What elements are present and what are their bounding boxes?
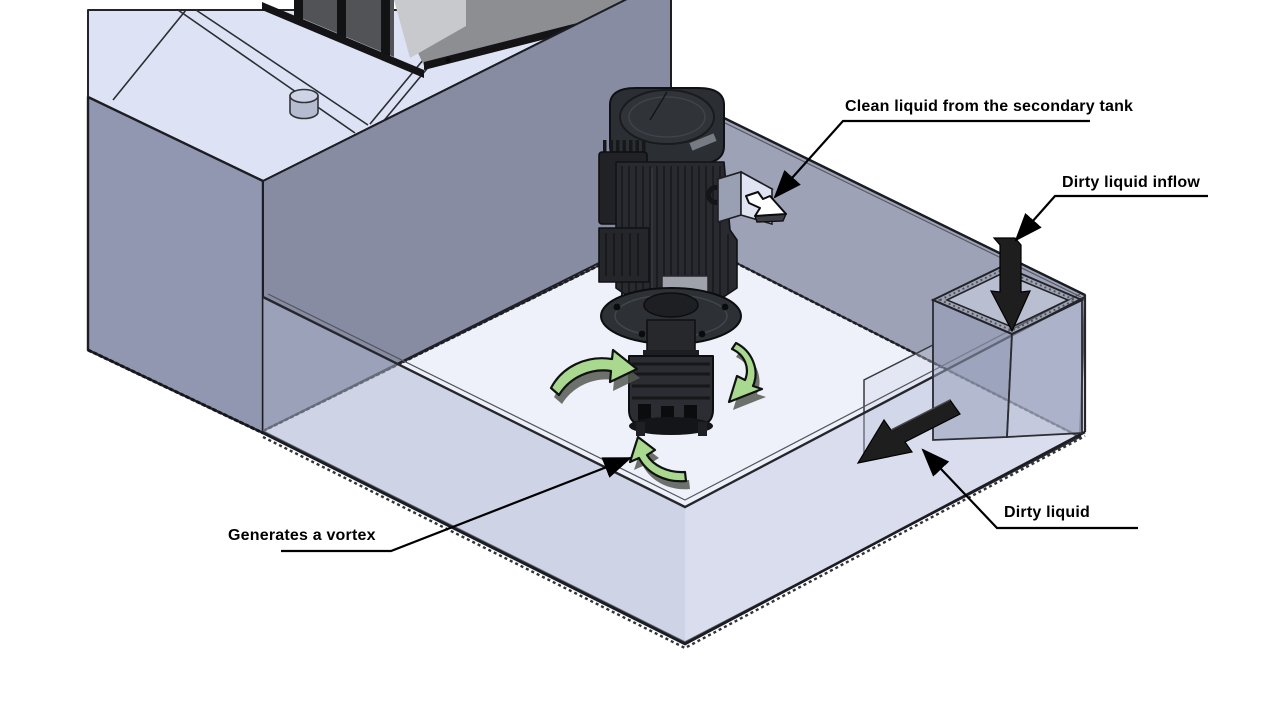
label-dirty-liquid: Dirty liquid	[1004, 504, 1090, 521]
tank-cap	[289, 88, 319, 120]
roof-equipment	[262, 0, 652, 78]
pump-brand-plate	[689, 133, 717, 151]
vortex-arrow-left-icon	[549, 348, 639, 397]
dirty-outflow-arrow-icon	[856, 399, 961, 464]
inlet-box-rim-inner	[945, 272, 1070, 328]
inlet-box-rim-outer	[930, 264, 1085, 336]
vortex-arrows	[549, 341, 766, 490]
pump-foot	[636, 422, 645, 436]
tank-bottom-edge	[262, 430, 1086, 646]
bowl-grooves	[632, 362, 710, 400]
pump-flange	[600, 287, 742, 345]
clean-flow-arrow-icon	[745, 191, 787, 217]
label-clean-liquid: Clean liquid from the secondary tank	[845, 98, 1134, 115]
pump-aux-box	[598, 227, 650, 283]
clean-liquid-inlet	[716, 170, 788, 226]
vortex-arrow-right-icon	[727, 341, 764, 404]
glass-wall-front-left	[263, 297, 685, 642]
leader-vortex	[281, 456, 633, 553]
secondary-tank-bottom-edge	[87, 348, 264, 435]
leader-dirty-liquid	[921, 448, 1138, 530]
vortex-pump	[598, 87, 742, 436]
leader-lines	[281, 119, 1208, 553]
label-vortex: Generates a vortex	[228, 527, 376, 544]
leader-dirty-inflow	[1014, 194, 1208, 242]
leader-clean-liquid	[773, 119, 1090, 199]
label-dirty-inflow: Dirty liquid inflow	[1062, 174, 1201, 191]
flow-arrows	[856, 237, 1031, 464]
vortex-arrow-front-icon	[628, 435, 688, 483]
inlet-opening-side	[717, 170, 742, 224]
pump-foot	[698, 422, 707, 436]
